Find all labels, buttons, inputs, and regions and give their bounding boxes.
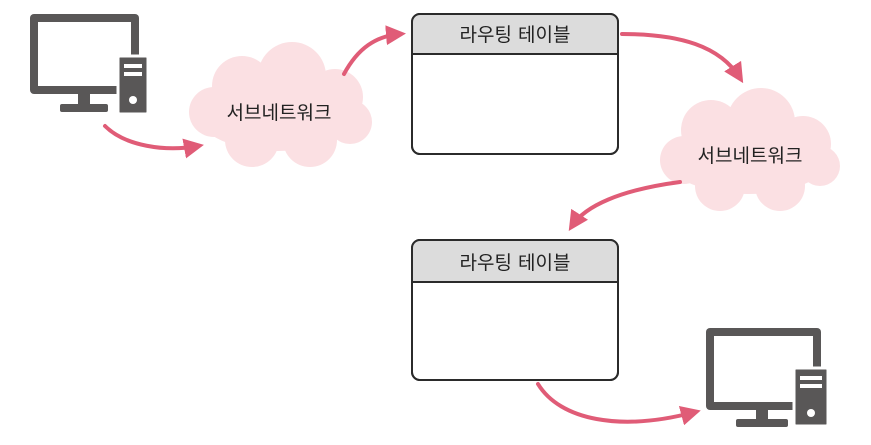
routing-table-2: 라우팅 테이블 <box>411 239 619 381</box>
routing-table-title-2: 라우팅 테이블 <box>460 252 571 274</box>
destination-computer-icon <box>706 328 830 428</box>
routing-table-title-1: 라우팅 테이블 <box>460 24 571 46</box>
subnetwork-label-2: 서브네트워크 <box>698 145 803 167</box>
subnetwork-cloud-2: 서브네트워크 <box>660 88 840 211</box>
arrow-computer-to-subnet <box>103 124 204 159</box>
arrow-subnet-to-table <box>342 25 406 76</box>
arrow-subnet-to-table-2 <box>568 180 682 232</box>
subnetwork-label-1: 서브네트워크 <box>227 102 332 124</box>
routing-table-1: 라우팅 테이블 <box>411 13 619 155</box>
arrow-table-to-computer <box>536 382 701 426</box>
arrow-table-to-subnet <box>620 32 744 84</box>
source-computer-icon <box>30 14 150 116</box>
subnetwork-cloud-1: 서브네트워크 <box>189 42 372 167</box>
